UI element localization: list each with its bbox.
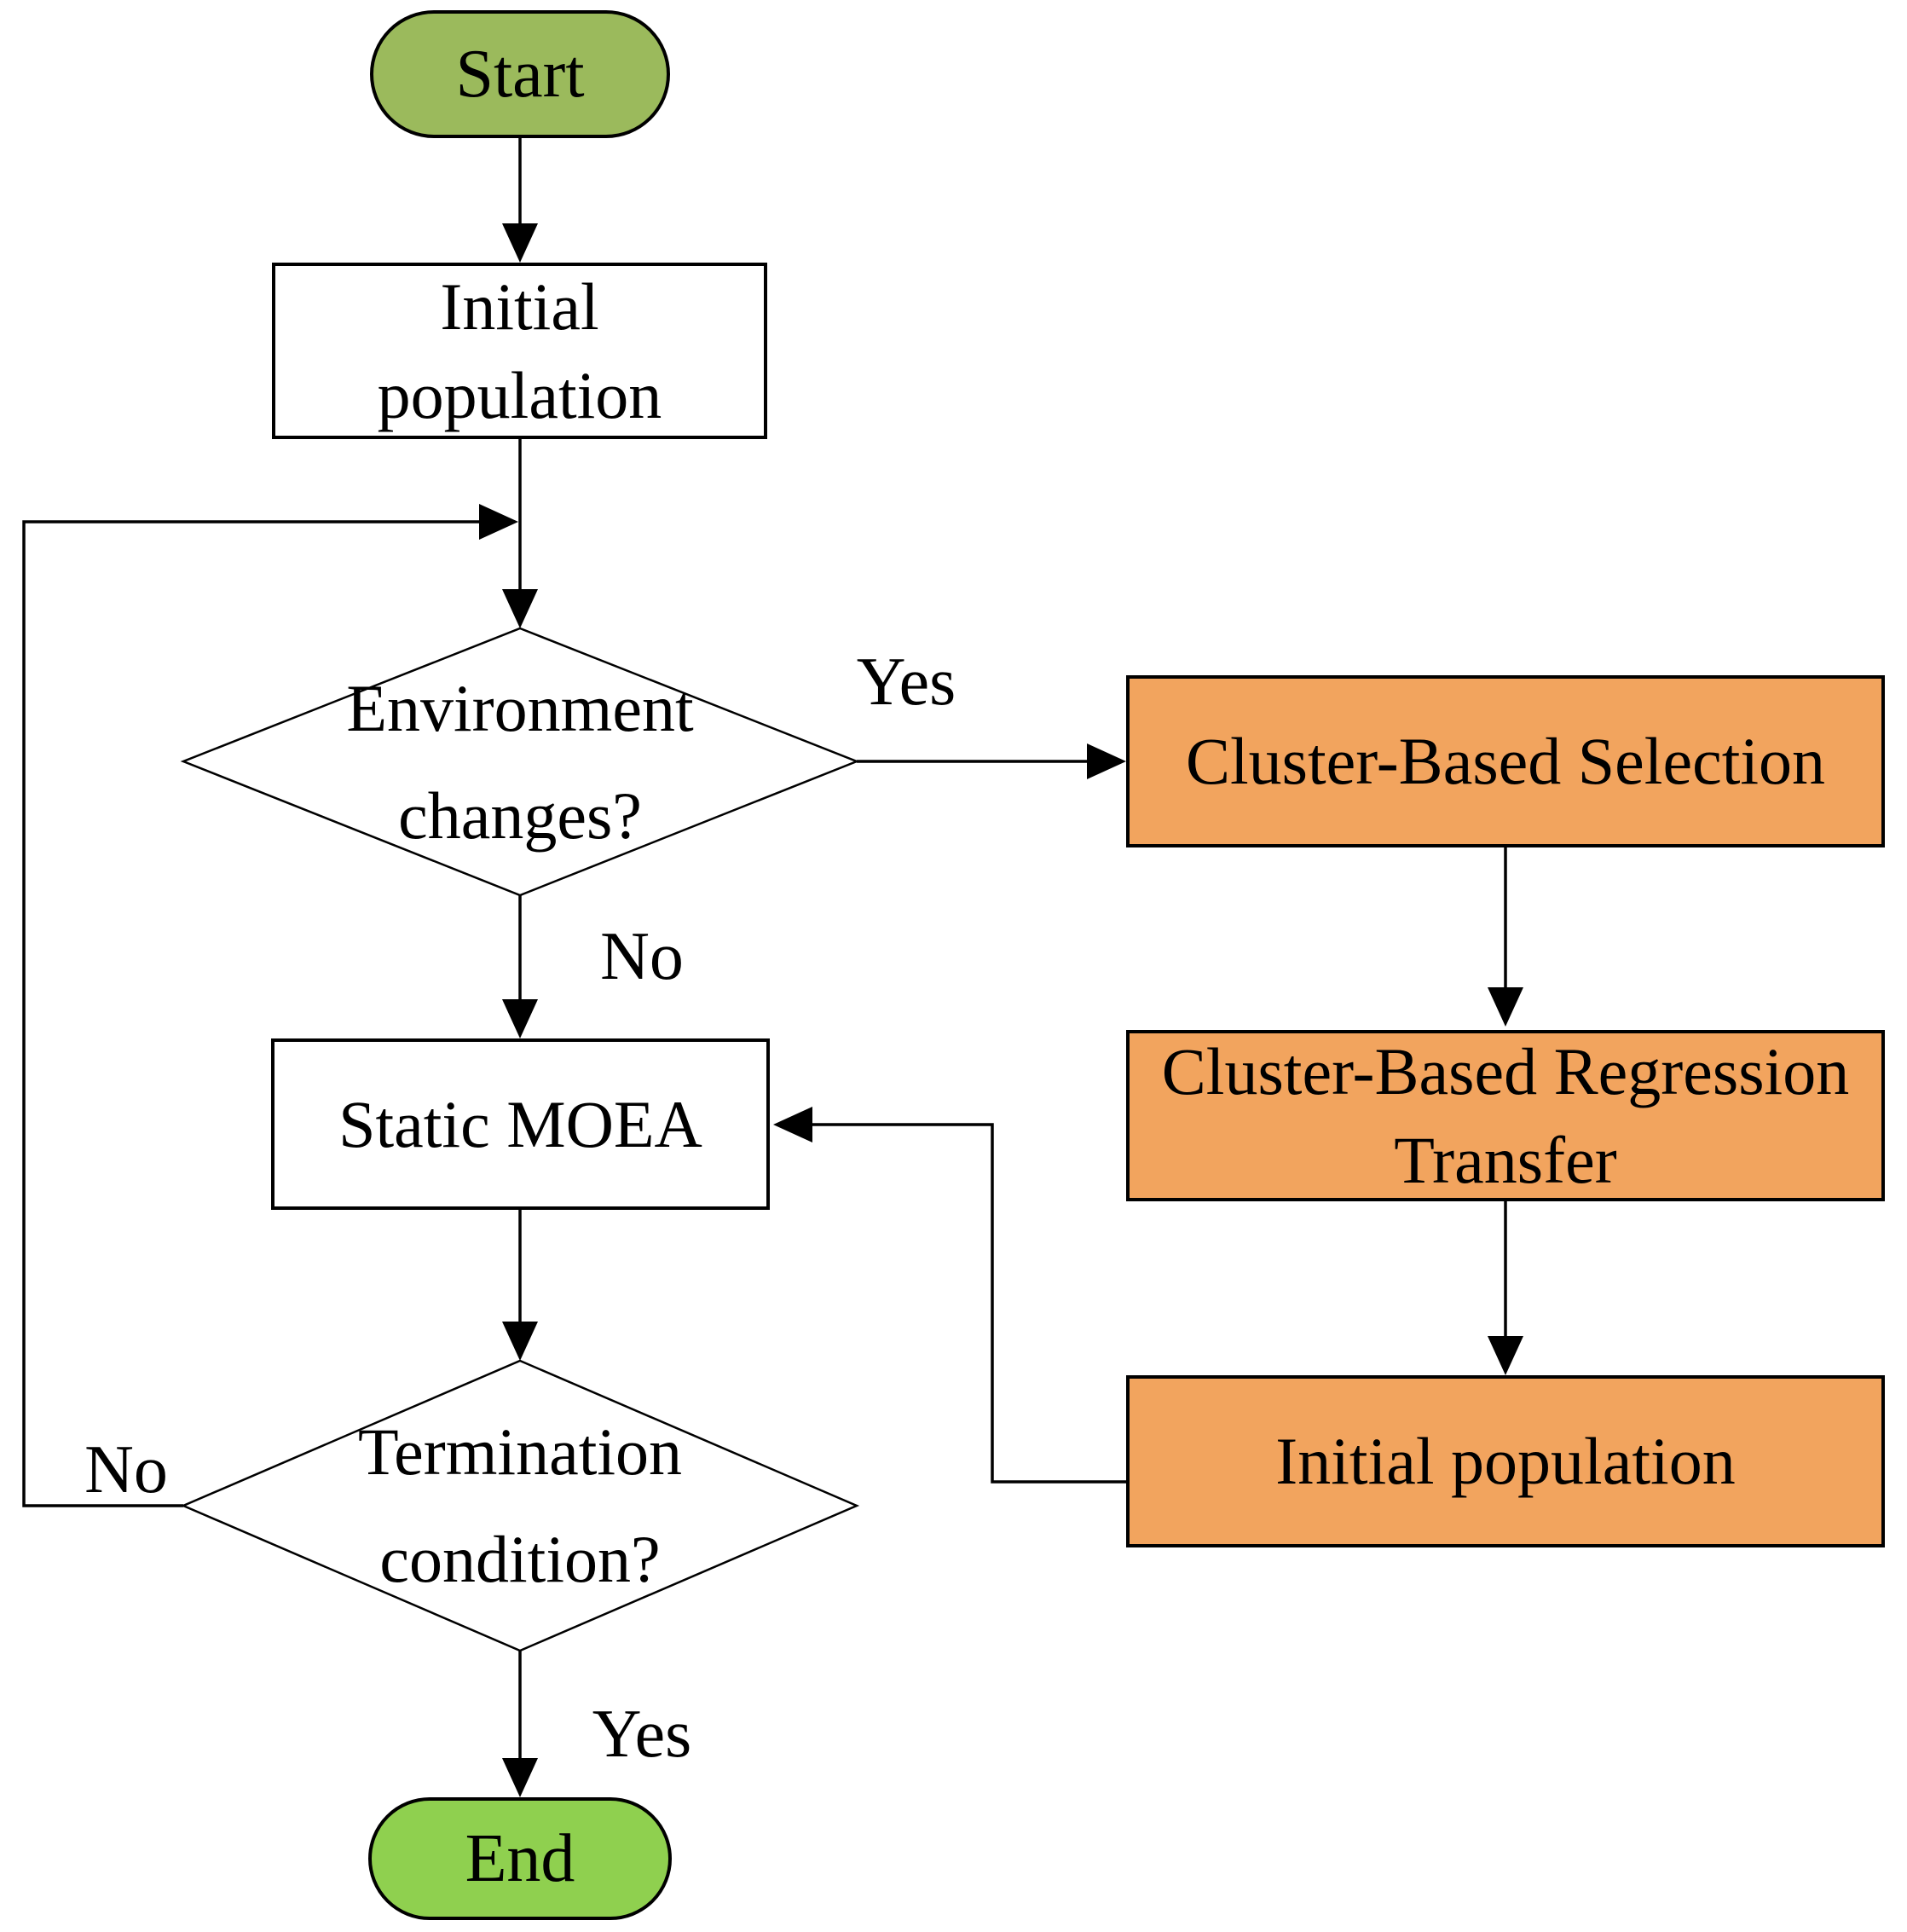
arrowhead-into-end — [502, 1758, 538, 1797]
node-end-label: End — [465, 1821, 575, 1896]
edge-label-environment-yes: Yes — [856, 645, 956, 720]
node-environment-changes-line2: changes? — [398, 778, 642, 853]
arrowhead-into-initial-population-transfer — [1488, 1336, 1523, 1375]
node-start-label: Start — [455, 37, 585, 112]
node-environment-changes-line1: Environment — [346, 670, 694, 745]
node-termination-condition-line2: condition? — [379, 1522, 661, 1596]
arrowhead-into-cluster-based-regression — [1488, 987, 1523, 1027]
arrowhead-merge-into-main-line — [479, 504, 518, 540]
arrowhead-into-termination-condition — [502, 1322, 538, 1361]
node-termination-condition-text: Termination condition? — [183, 1361, 857, 1651]
node-termination-condition-shape — [180, 1359, 860, 1652]
edge-label-termination-no: No — [84, 1432, 168, 1507]
node-cluster-based-regression-transfer-line2: Transfer — [1394, 1122, 1617, 1197]
arrowhead-into-environment-changes — [502, 589, 538, 628]
edge-label-environment-no: No — [600, 919, 684, 994]
node-initial-population-transfer: Initial population — [1126, 1375, 1885, 1547]
arrowheads — [479, 223, 1523, 1797]
node-cluster-based-selection: Cluster-Based Selection — [1126, 675, 1885, 847]
arrowhead-into-initial-population — [502, 223, 538, 263]
node-start: Start — [370, 10, 670, 138]
node-initial-population-line2: population — [377, 357, 662, 432]
edge-label-termination-yes: Yes — [592, 1697, 692, 1772]
edge-termination-no-loop — [22, 520, 479, 1507]
edge-initial-population-transfer-to-static-moea — [812, 1123, 1126, 1484]
node-cluster-based-selection-label: Cluster-Based Selection — [1185, 724, 1826, 798]
node-initial-population-line1: Initial — [440, 269, 599, 344]
node-static-moea: Static MOEA — [271, 1038, 770, 1210]
node-environment-changes-text: Environment changes? — [183, 628, 857, 895]
arrowhead-into-static-moea-top — [502, 999, 538, 1038]
node-end: End — [368, 1797, 672, 1920]
edge-lines — [22, 138, 1507, 1758]
node-termination-condition-line1: Termination — [357, 1414, 683, 1489]
node-initial-population-transfer-label: Initial population — [1275, 1424, 1736, 1498]
arrowhead-into-static-moea-right — [773, 1107, 812, 1142]
node-cluster-based-regression-transfer-line1: Cluster-Based Regression — [1161, 1033, 1850, 1108]
node-environment-changes-shape — [180, 627, 860, 897]
node-cluster-based-regression-transfer: Cluster-Based Regression Transfer — [1126, 1030, 1885, 1201]
node-static-moea-label: Static MOEA — [338, 1086, 702, 1161]
node-initial-population: Initial population — [272, 263, 767, 439]
arrowhead-into-cluster-based-selection — [1087, 743, 1126, 779]
